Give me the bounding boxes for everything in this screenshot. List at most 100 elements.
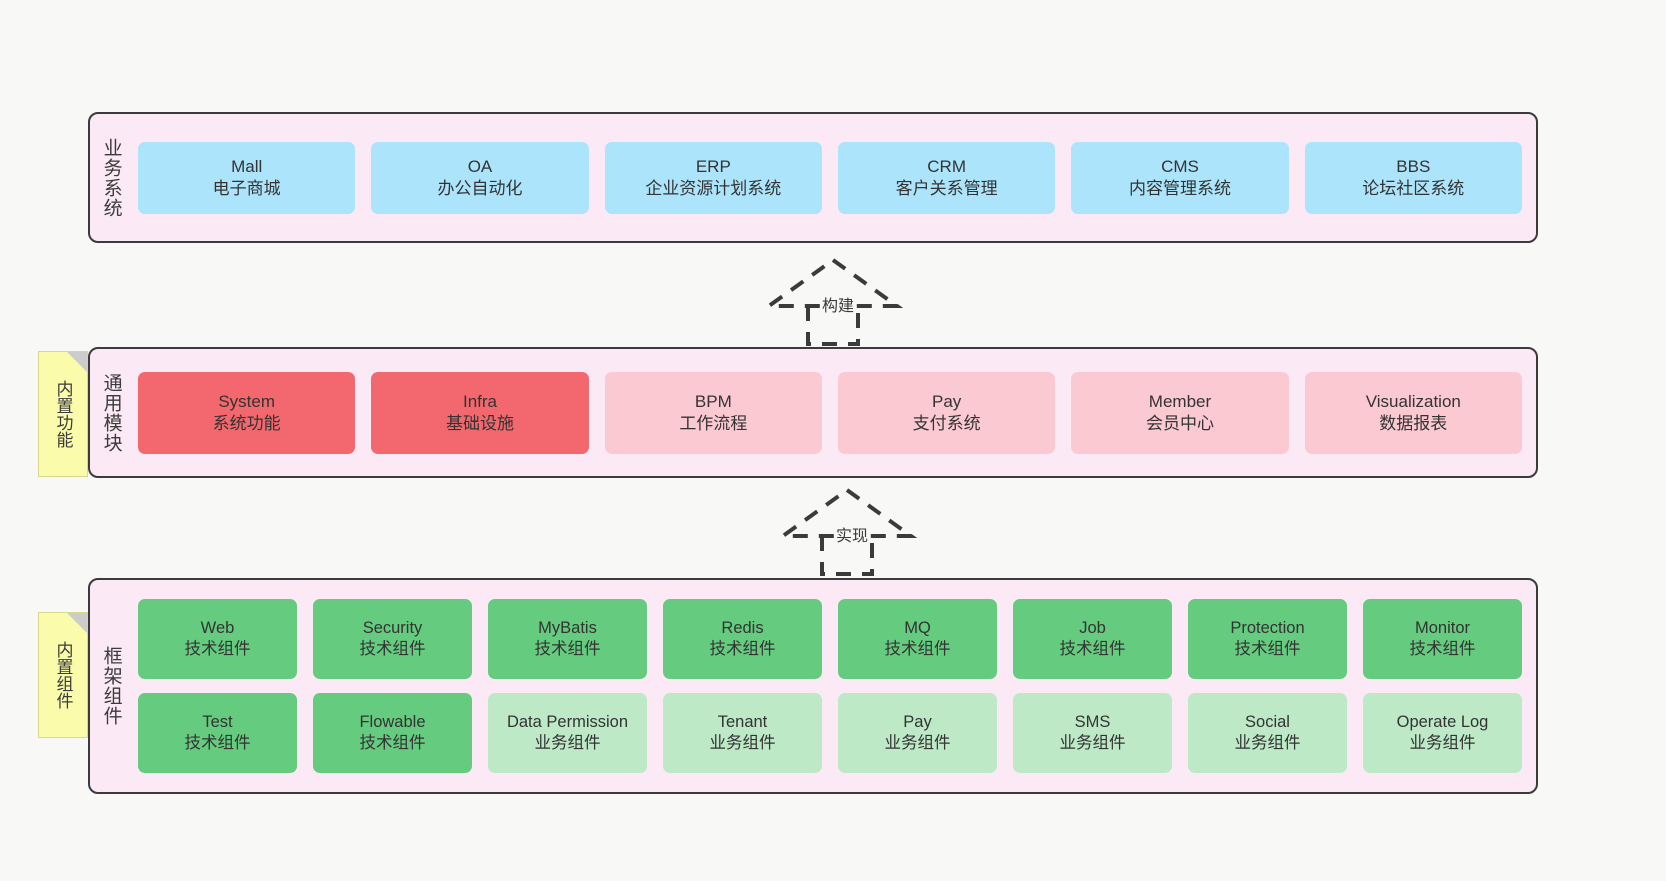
node-social[interactable]: Social 业务组件 [1188, 693, 1347, 773]
node-infra-cn: 基础设施 [445, 413, 514, 433]
layer-title-framework: 框架组件 [100, 646, 122, 726]
node-protection-en: Protection [1230, 618, 1305, 637]
node-bpm[interactable]: BPM 工作流程 [604, 371, 822, 454]
node-operate-log[interactable]: Operate Log 业务组件 [1363, 693, 1522, 773]
connector-implement-arrow: 实现 [772, 486, 922, 578]
node-sms-cn: 业务组件 [1059, 734, 1126, 752]
layer-business-systems: 业务系统 Mall 电子商城 OA 办公自动化 ERP 企业资源计划系统 CRM… [88, 112, 1538, 243]
node-bpm-cn: 工作流程 [679, 413, 748, 433]
node-member-en: Member [1148, 391, 1212, 411]
node-flowable-cn: 技术组件 [359, 734, 426, 752]
node-web[interactable]: Web 技术组件 [138, 599, 297, 679]
node-pay-module-cn: 支付系统 [912, 413, 981, 433]
node-oa-en: OA [467, 156, 493, 176]
node-security-cn: 技术组件 [359, 640, 426, 658]
node-mall-cn: 电子商城 [212, 178, 281, 198]
node-mall-en: Mall [231, 156, 263, 176]
node-social-cn: 业务组件 [1234, 734, 1301, 752]
node-crm[interactable]: CRM 客户关系管理 [837, 141, 1056, 214]
layer-title-business: 业务系统 [100, 137, 122, 218]
node-crm-en: CRM [927, 156, 966, 176]
layer-body-business: Mall 电子商城 OA 办公自动化 ERP 企业资源计划系统 CRM 客户关系… [132, 114, 1536, 241]
node-mq-en: MQ [904, 618, 931, 637]
layer-framework-components: 框架组件 Web 技术组件 Security 技术组件 MyBatis 技术组件… [88, 578, 1538, 794]
node-security[interactable]: Security 技术组件 [313, 599, 472, 679]
note-builtin-features: 内置功能 [38, 351, 88, 477]
node-erp-en: ERP [695, 156, 731, 176]
layer-title-common: 通用模块 [100, 372, 122, 453]
node-bbs[interactable]: BBS 论坛社区系统 [1304, 141, 1522, 214]
node-mybatis-cn: 技术组件 [534, 640, 601, 658]
node-mybatis[interactable]: MyBatis 技术组件 [488, 599, 647, 679]
node-data-permission-en: Data Permission [506, 712, 629, 731]
node-sms-en: SMS [1074, 712, 1111, 731]
node-web-en: Web [200, 618, 235, 637]
note-builtin-components: 内置组件 [38, 612, 88, 738]
node-mq-cn: 技术组件 [884, 640, 951, 658]
node-erp-cn: 企业资源计划系统 [645, 178, 782, 198]
node-member[interactable]: Member 会员中心 [1071, 371, 1289, 454]
node-system-cn: 系统功能 [212, 413, 281, 433]
layer-common-modules: 通用模块 System 系统功能 Infra 基础设施 BPM 工作流程 Pay… [88, 347, 1538, 478]
node-bbs-cn: 论坛社区系统 [1362, 178, 1465, 198]
node-pay-module[interactable]: Pay 支付系统 [837, 371, 1056, 454]
row-framework-1: Web 技术组件 Security 技术组件 MyBatis 技术组件 Redi… [138, 599, 1522, 679]
node-oa[interactable]: OA 办公自动化 [371, 141, 589, 214]
node-sms[interactable]: SMS 业务组件 [1013, 693, 1172, 773]
connector-implement-label: 实现 [834, 522, 871, 546]
node-protection[interactable]: Protection 技术组件 [1188, 599, 1347, 679]
row-common-1: System 系统功能 Infra 基础设施 BPM 工作流程 Pay 支付系统… [138, 371, 1522, 454]
node-crm-cn: 客户关系管理 [895, 178, 998, 198]
note-builtin-components-label: 内置组件 [53, 641, 73, 709]
node-system-en: System [218, 391, 275, 411]
node-security-en: Security [362, 618, 423, 637]
layer-body-common: System 系统功能 Infra 基础设施 BPM 工作流程 Pay 支付系统… [132, 349, 1536, 476]
node-oa-cn: 办公自动化 [437, 178, 523, 198]
node-job-en: Job [1079, 618, 1106, 637]
node-redis-en: Redis [721, 618, 764, 637]
node-mall[interactable]: Mall 电子商城 [138, 141, 356, 214]
node-visualization-cn: 数据报表 [1379, 413, 1448, 433]
node-tenant-cn: 业务组件 [709, 734, 776, 752]
node-cms[interactable]: CMS 内容管理系统 [1071, 141, 1289, 214]
node-test-en: Test [202, 712, 233, 731]
node-pay-module-en: Pay [932, 391, 962, 411]
node-tenant-en: Tenant [717, 712, 768, 731]
node-flowable[interactable]: Flowable 技术组件 [313, 693, 472, 773]
node-visualization-en: Visualization [1365, 391, 1461, 411]
node-data-permission[interactable]: Data Permission 业务组件 [488, 693, 647, 773]
node-job[interactable]: Job 技术组件 [1013, 599, 1172, 679]
connector-build-arrow: 构建 [758, 256, 908, 348]
node-redis-cn: 技术组件 [709, 640, 776, 658]
node-test[interactable]: Test 技术组件 [138, 693, 297, 773]
node-operate-log-en: Operate Log [1396, 712, 1489, 731]
node-flowable-en: Flowable [359, 712, 426, 731]
node-cms-cn: 内容管理系统 [1128, 178, 1231, 198]
node-system[interactable]: System 系统功能 [138, 371, 356, 454]
row-business-1: Mall 电子商城 OA 办公自动化 ERP 企业资源计划系统 CRM 客户关系… [138, 141, 1522, 214]
node-social-en: Social [1245, 712, 1290, 731]
node-monitor[interactable]: Monitor 技术组件 [1363, 599, 1522, 679]
row-framework-2: Test 技术组件 Flowable 技术组件 Data Permission … [138, 693, 1522, 773]
node-operate-log-cn: 业务组件 [1409, 734, 1476, 752]
node-job-cn: 技术组件 [1059, 640, 1126, 658]
node-redis[interactable]: Redis 技术组件 [663, 599, 822, 679]
node-web-cn: 技术组件 [184, 640, 251, 658]
node-bbs-en: BBS [1396, 156, 1431, 176]
node-data-permission-cn: 业务组件 [534, 734, 601, 752]
connector-build-label: 构建 [820, 292, 857, 316]
node-pay-component[interactable]: Pay 业务组件 [838, 693, 997, 773]
node-test-cn: 技术组件 [184, 734, 251, 752]
node-erp[interactable]: ERP 企业资源计划系统 [604, 141, 822, 214]
node-mq[interactable]: MQ 技术组件 [838, 599, 997, 679]
node-infra[interactable]: Infra 基础设施 [371, 371, 589, 454]
node-pay-component-en: Pay [903, 712, 932, 731]
layer-body-framework: Web 技术组件 Security 技术组件 MyBatis 技术组件 Redi… [132, 580, 1536, 792]
node-bpm-en: BPM [694, 391, 732, 411]
node-infra-en: Infra [462, 391, 497, 411]
node-monitor-en: Monitor [1414, 618, 1471, 637]
node-monitor-cn: 技术组件 [1409, 640, 1476, 658]
node-tenant[interactable]: Tenant 业务组件 [663, 693, 822, 773]
node-visualization[interactable]: Visualization 数据报表 [1304, 371, 1522, 454]
